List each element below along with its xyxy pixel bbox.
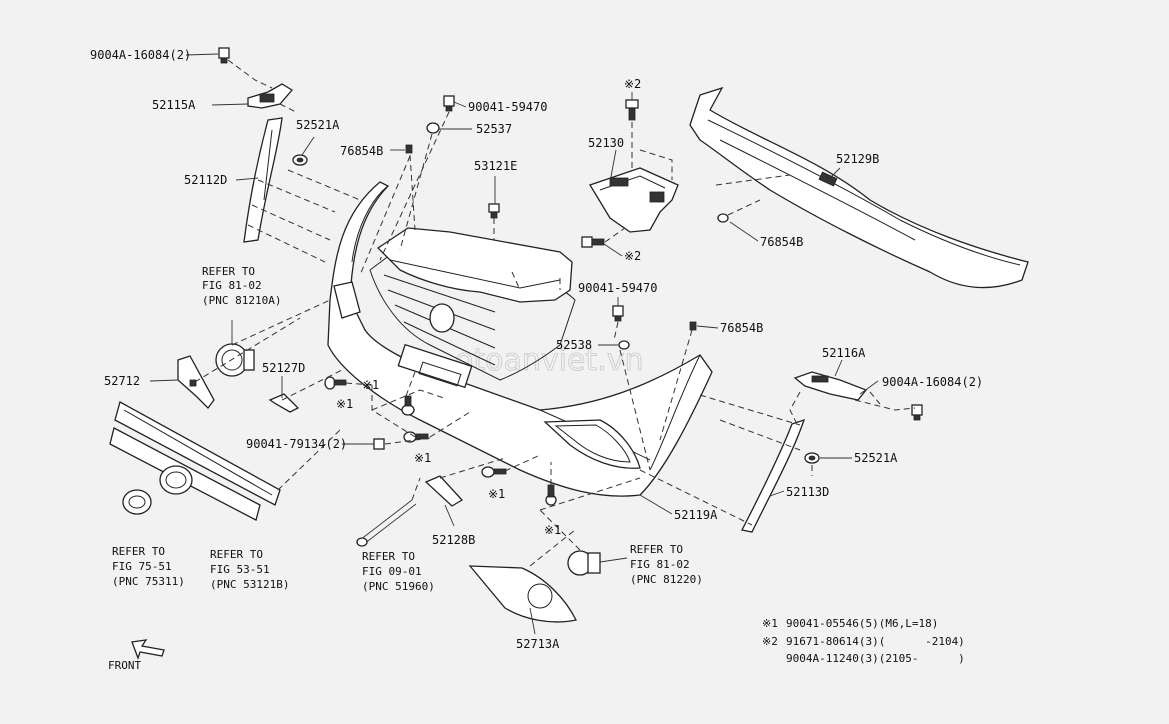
label-76854B-right: 76854B: [760, 235, 803, 249]
label-x1-e: ※1: [544, 523, 561, 537]
reference-notes: REFER TO FIG 81-02 (PNC 81210A) REFER TO…: [112, 265, 703, 593]
bracket-52116A: [793, 371, 868, 401]
bolt-x1-e: [545, 484, 557, 506]
legend-row1: 90041-05546(5)(M6,L=18): [786, 617, 938, 630]
label-52116A: 52116A: [822, 346, 866, 360]
ref-fig09-line3: (PNC 51960): [362, 580, 435, 593]
retainer-52113D: [741, 418, 806, 533]
bumper-cover-52119A: [327, 181, 713, 497]
label-x1-c: ※1: [414, 451, 431, 465]
fog-lamp-right: [567, 550, 601, 576]
ref-fig81-left-line1: REFER TO: [202, 265, 255, 278]
ref-fig81-right-line3: (PNC 81220): [630, 573, 703, 586]
bracket-52128B: [424, 475, 464, 507]
label-53121E: 53121E: [474, 159, 517, 173]
label-52538: 52538: [556, 338, 592, 352]
clip-52537: [426, 122, 440, 134]
emblem-75311: [122, 489, 152, 515]
legend-row2: 91671-80614(3)( -2104): [786, 635, 965, 648]
ref-fig53-line3: (PNC 53121B): [210, 578, 289, 591]
label-90041-59470-mid: 90041-59470: [578, 281, 657, 295]
label-52129B: 52129B: [836, 152, 879, 166]
label-90041-79134: 90041-79134(2): [246, 437, 347, 451]
bolt-x2-top: [625, 99, 639, 121]
clip-9004A-16084-tl: [218, 47, 230, 64]
nut-52521A-r: [804, 452, 820, 464]
label-52112D: 52112D: [184, 173, 227, 187]
label-52712: 52712: [104, 374, 140, 388]
dashed-leaders: [194, 59, 916, 567]
ref-fig81-right-line2: FIG 81-02: [630, 558, 690, 571]
ref-fig53-line2: FIG 53-51: [210, 563, 270, 576]
label-52128B: 52128B: [432, 533, 475, 547]
bolt-x1-d: [481, 466, 507, 478]
ref-fig75-line3: (PNC 75311): [112, 575, 185, 588]
bolt-x1-c: [403, 431, 429, 443]
fastener-legend: ※1 90041-05546(5)(M6,L=18) ※2 91671-8061…: [762, 617, 965, 665]
legend-mark-2: ※2: [762, 635, 778, 648]
clip-52538: [618, 340, 630, 350]
clip-90041-59470-top: [443, 95, 455, 112]
bolt-x1-a: [324, 376, 347, 390]
ref-fig81-left-line3: (PNC 81210A): [202, 294, 281, 307]
label-76854B-mid: 76854B: [720, 321, 763, 335]
label-52130: 52130: [588, 136, 624, 150]
label-52521A-r: 52521A: [854, 451, 898, 465]
ref-fig81-left-line2: FIG 81-02: [202, 279, 262, 292]
bracket-52115A: [247, 83, 293, 109]
leader-lines: [149, 53, 879, 635]
label-52521A-tl: 52521A: [296, 118, 340, 132]
label-x1-d: ※1: [488, 487, 505, 501]
label-52113D: 52113D: [786, 485, 829, 499]
clip-76854B-right: [717, 213, 729, 223]
label-52119A: 52119A: [674, 508, 718, 522]
front-arrow-icon: [131, 639, 165, 660]
label-90041-59470-top: 90041-59470: [468, 100, 547, 114]
retainer-52127D: [268, 393, 300, 413]
clip-76854B-mid: [689, 321, 697, 331]
label-9004A-16084-r: 9004A-16084(2): [882, 375, 983, 389]
label-front: FRONT: [108, 659, 141, 672]
bracket-52130: [589, 167, 679, 233]
label-x1-b: ※1: [336, 397, 353, 411]
clip-76854B-top: [405, 144, 413, 154]
inner-grille-53121E: [376, 227, 573, 389]
clip-9004A-16084-r: [911, 404, 923, 421]
spoiler-52129B: [689, 86, 1029, 289]
part-labels: 9004A-16084(2) 52115A 52521A 52112D 9004…: [90, 48, 983, 672]
radiator-grille-assembly: [109, 401, 281, 521]
label-52127D: 52127D: [262, 361, 305, 375]
label-52537: 52537: [476, 122, 512, 136]
bracket-52712: [177, 355, 215, 409]
ref-fig81-right-line1: REFER TO: [630, 543, 683, 556]
ref-fig09-line2: FIG 09-01: [362, 565, 422, 578]
label-x2-mid: ※2: [624, 249, 641, 263]
label-52115A: 52115A: [152, 98, 196, 112]
ref-fig75-line2: FIG 75-51: [112, 560, 172, 573]
ref-fig53-line1: REFER TO: [210, 548, 263, 561]
retainer-52112D: [243, 117, 283, 243]
ref-fig09-line1: REFER TO: [362, 550, 415, 563]
fog-lamp-left: [215, 343, 255, 377]
wire-harness-51960: [356, 499, 417, 547]
watermark: otoanviet.vn: [455, 343, 643, 378]
bolt-x1-b: [401, 395, 415, 416]
ref-fig75-line1: REFER TO: [112, 545, 165, 558]
nut-52521A-tl: [292, 154, 308, 166]
label-9004A-16084-tl: 9004A-16084(2): [90, 48, 191, 62]
clip-90041-79134: [373, 438, 385, 450]
bolt-x2-mid: [581, 236, 605, 248]
legend-row3: 9004A-11240(3)(2105- ): [786, 652, 965, 665]
clip-53121E-fastener: [488, 203, 500, 219]
clip-90041-59470-mid: [612, 305, 624, 322]
legend-mark-1: ※1: [762, 617, 778, 630]
label-76854B-top: 76854B: [340, 144, 383, 158]
label-52713A: 52713A: [516, 637, 560, 651]
label-x2-top: ※2: [624, 77, 641, 91]
label-x1-a: ※1: [362, 378, 379, 392]
fog-bezel-52713A: [468, 565, 577, 623]
